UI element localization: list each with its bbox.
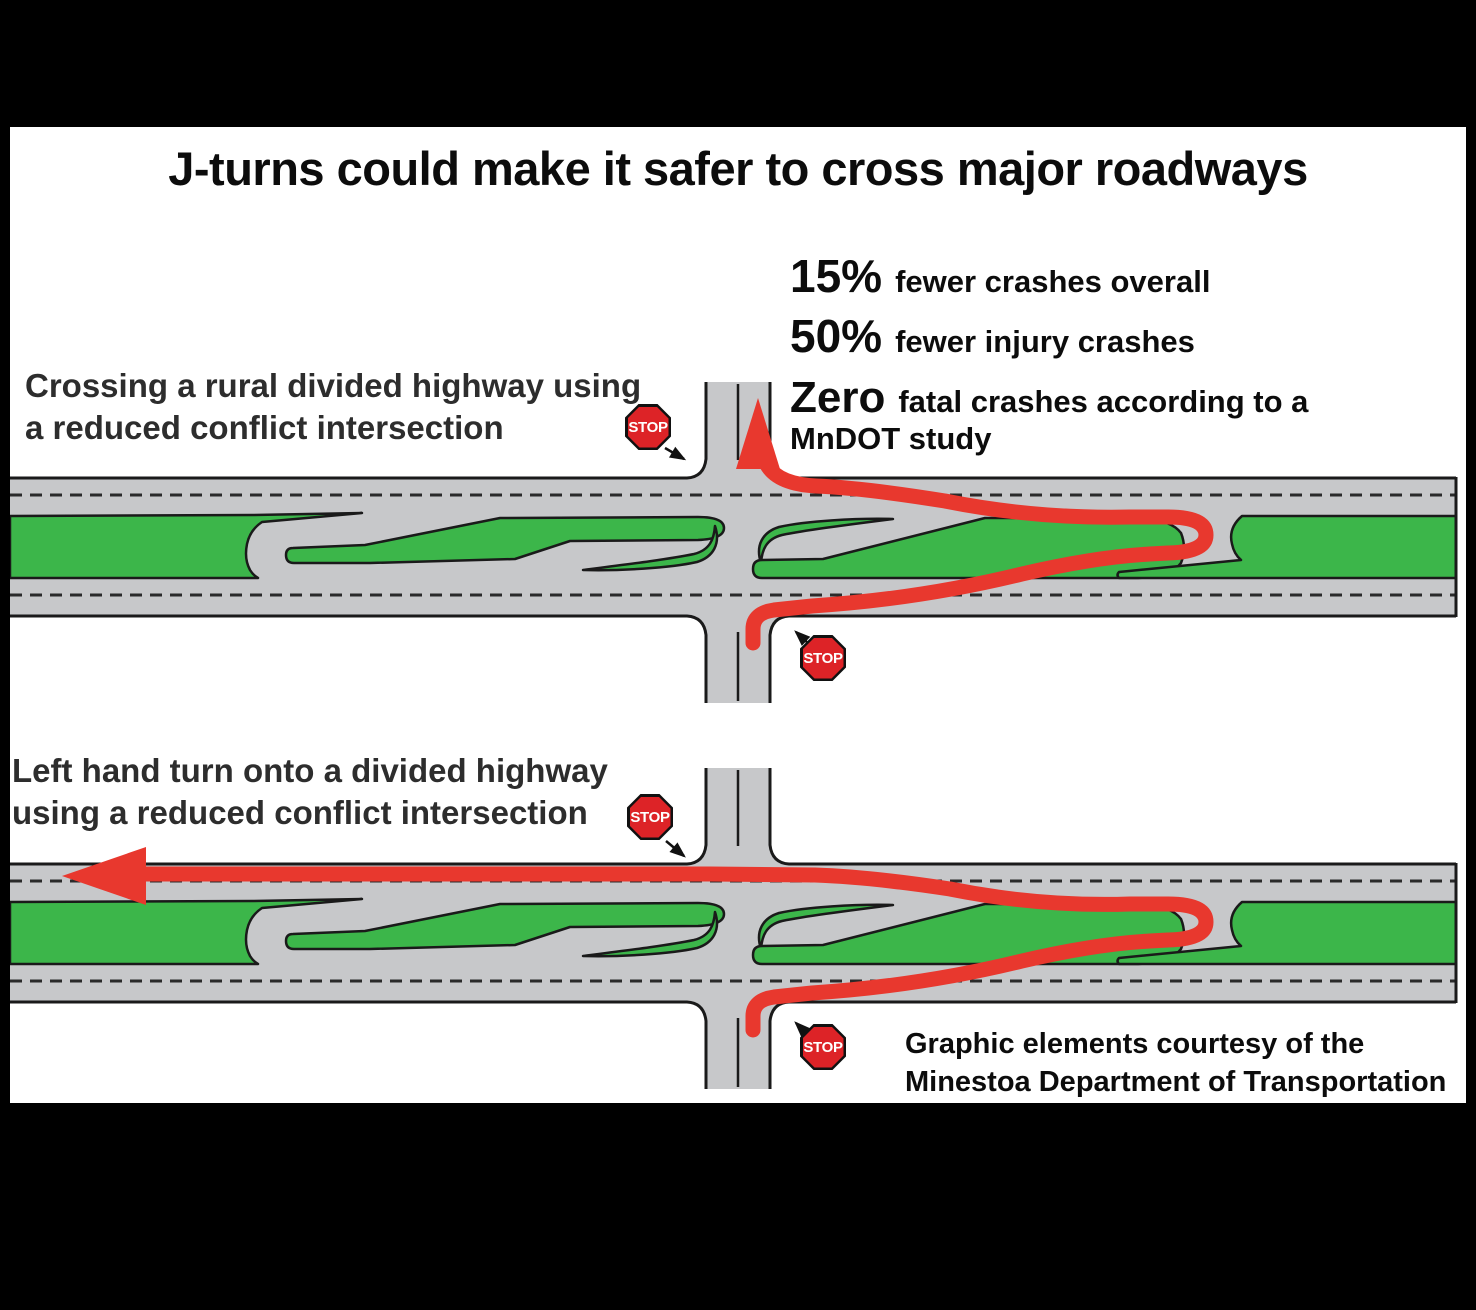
diagram-2-label: Left hand turn onto a divided highway us…	[12, 750, 608, 834]
diagram-1-label-line1: Crossing a rural divided highway using	[25, 367, 642, 404]
road-diagrams-graphic	[10, 380, 1458, 1091]
stat-injury-crashes: 50% fewer injury crashes	[790, 310, 1195, 363]
stop-sign-label: STOP	[628, 418, 668, 436]
stat-fatal-value: Zero	[790, 373, 886, 422]
credit-line1: Graphic elements courtesy of the	[905, 1028, 1365, 1060]
stop-sign-label: STOP	[803, 649, 843, 667]
page-title: J-turns could make it safer to cross maj…	[168, 142, 1308, 195]
stat-overall-crashes: 15% fewer crashes overall	[790, 250, 1211, 303]
stop-sign-icon: STOP	[800, 635, 846, 681]
poster-canvas: J-turns could make it safer to cross maj…	[10, 127, 1466, 1103]
diagram-2-label-line2: using a reduced conflict intersection	[12, 794, 588, 832]
stat-injury-text: fewer injury crashes	[895, 324, 1195, 359]
stop-sign-icon: STOP	[625, 404, 671, 450]
diagram-2-route-group	[62, 840, 1214, 1038]
stat-fatal-text: fatal crashes according to a MnDOT study	[790, 384, 1309, 457]
diagram-1-label: Crossing a rural divided highway using a…	[25, 365, 641, 449]
stop-sign-label: STOP	[803, 1038, 843, 1056]
diagram-2-label-line1: Left hand turn onto a divided highway	[12, 752, 608, 789]
stop-sign-icon: STOP	[800, 1024, 846, 1070]
stop-sign-icon: STOP	[627, 794, 673, 840]
diagram-1-label-line2: a reduced conflict intersection	[25, 409, 504, 447]
stat-overall-value: 15%	[790, 250, 883, 302]
stat-overall-text: fewer crashes overall	[895, 264, 1211, 299]
diagram-1-jturn-route	[745, 453, 1214, 651]
credit-text: Graphic elements courtesy of the Minesto…	[905, 1025, 1446, 1102]
stat-injury-value: 50%	[790, 310, 883, 362]
diagram-1-route-arrowhead	[736, 398, 780, 469]
diagram-2-route-arrowhead	[62, 847, 146, 905]
diagram-2-jturn-route	[137, 866, 1214, 1038]
stop-sign-label: STOP	[630, 808, 670, 826]
credit-line2: Minestoa Department of Transportation	[905, 1066, 1447, 1099]
